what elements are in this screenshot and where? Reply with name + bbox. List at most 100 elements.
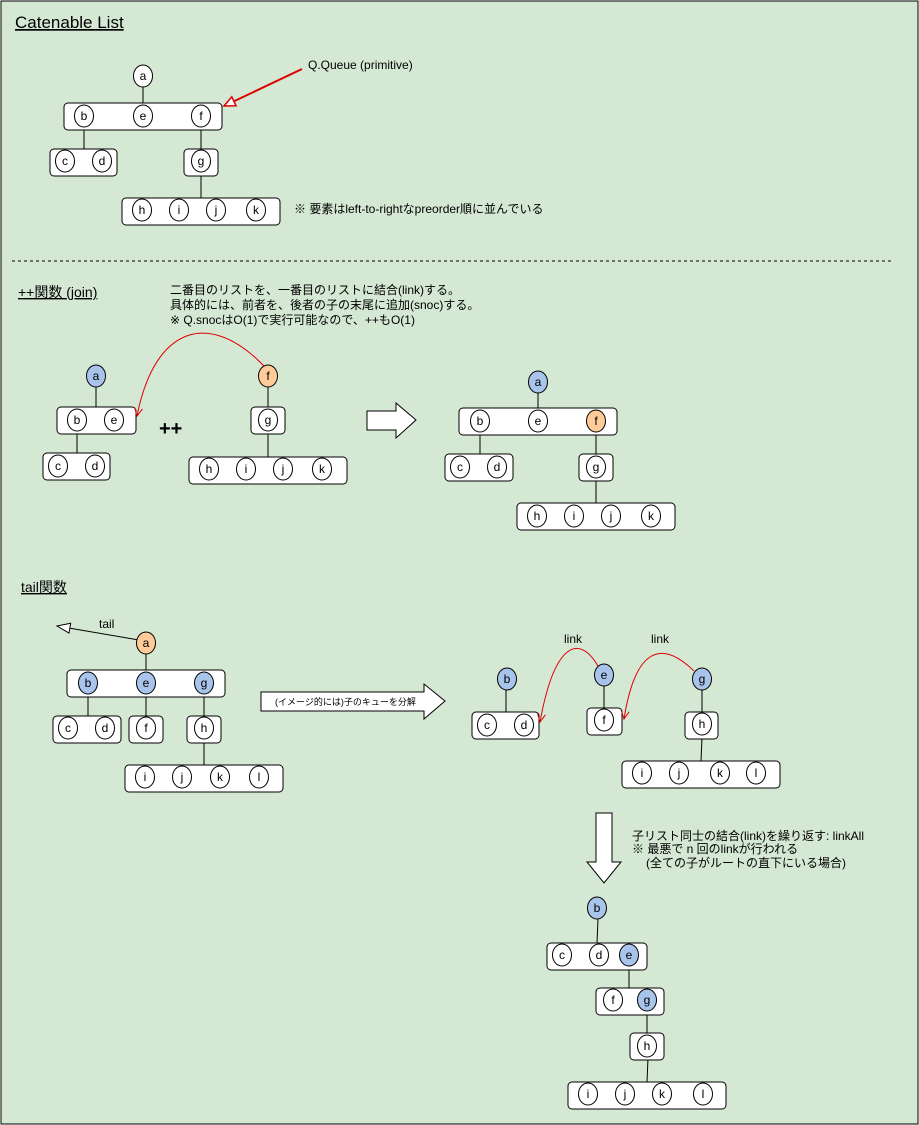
join-desc-3: ※ Q.snocはO(1)で実行可能なので、++もO(1): [170, 312, 415, 327]
svg-text:h: h: [644, 1039, 651, 1053]
tree-node: i: [578, 1082, 598, 1106]
tree-node: l: [746, 761, 766, 785]
tree-node: a: [133, 64, 153, 88]
svg-text:g: g: [198, 154, 205, 168]
linkall-arrow: [585, 812, 623, 884]
svg-text:h: h: [534, 509, 541, 523]
tree-node: f: [191, 104, 211, 128]
svg-text:h: h: [699, 717, 706, 731]
svg-text:e: e: [601, 668, 608, 682]
tree-node: d: [514, 713, 534, 737]
svg-text:c: c: [559, 948, 565, 962]
tree-node: h: [637, 1034, 657, 1058]
tree-node: j: [206, 198, 226, 222]
svg-text:k: k: [253, 203, 260, 217]
tree-node: c: [450, 455, 470, 479]
tree-node: d: [95, 716, 115, 740]
svg-text:b: b: [74, 413, 81, 427]
svg-text:e: e: [111, 413, 118, 427]
tree-node: b: [67, 408, 87, 432]
svg-text:k: k: [659, 1087, 666, 1101]
svg-text:i: i: [178, 203, 181, 217]
queue-box: [188, 456, 348, 485]
tree-node: k: [710, 761, 730, 785]
linkall-desc-3: (全ての子がルートの直下にいる場合): [646, 855, 846, 870]
svg-text:b: b: [85, 676, 92, 690]
svg-text:j: j: [623, 1087, 627, 1101]
svg-text:h: h: [139, 203, 146, 217]
join-operator: ++: [159, 418, 182, 440]
tree-node: b: [497, 667, 517, 691]
tree-node: h: [692, 712, 712, 736]
page-title: Catenable List: [15, 13, 124, 32]
preorder-note: ※ 要素はleft-to-rightなpreorder順に並んでいる: [294, 202, 543, 216]
tree-node: g: [692, 667, 712, 691]
tree-node: c: [55, 149, 75, 173]
tree-node: l: [693, 1082, 713, 1106]
svg-text:e: e: [535, 414, 542, 428]
svg-text:k: k: [717, 766, 724, 780]
link-curve-arrow: [624, 653, 695, 719]
linkall-desc-1: 子リスト同士の結合(link)を繰り返す: linkAll: [632, 828, 864, 843]
tree-node: g: [258, 408, 278, 432]
svg-text:b: b: [504, 672, 511, 686]
svg-text:c: c: [484, 718, 490, 732]
svg-text:d: d: [596, 948, 603, 962]
svg-text:c: c: [457, 460, 463, 474]
svg-text:c: c: [55, 459, 61, 473]
svg-text:k: k: [217, 770, 224, 784]
svg-text:l: l: [702, 1087, 705, 1101]
tree-node: k: [641, 504, 661, 528]
svg-text:l: l: [258, 770, 261, 784]
svg-text:f: f: [602, 713, 606, 727]
svg-text:a: a: [535, 375, 542, 389]
tree-node: k: [312, 457, 332, 481]
edge: [700, 736, 703, 762]
tree-node: g: [637, 988, 657, 1012]
svg-text:j: j: [609, 509, 613, 523]
tree-node: j: [601, 504, 621, 528]
queue-label: Q.Queue (primitive): [308, 58, 413, 72]
tree-node: e: [619, 943, 639, 967]
tree-node: f: [258, 364, 278, 388]
tree-node: j: [172, 765, 192, 789]
edge: [646, 1057, 649, 1083]
svg-text:i: i: [144, 770, 147, 784]
link-label-2: link: [651, 632, 670, 646]
tree-node: e: [594, 663, 614, 687]
linkall-desc-2: ※ 最悪で n 回のlinkが行われる: [632, 841, 798, 856]
svg-text:f: f: [611, 993, 615, 1007]
tree-node: h: [527, 504, 547, 528]
tail-heading: tail関数: [21, 579, 67, 595]
tail-label: tail: [99, 617, 114, 631]
tree-node: h: [194, 716, 214, 740]
svg-text:g: g: [699, 672, 706, 686]
tree-node: f: [136, 716, 156, 740]
svg-text:h: h: [206, 462, 213, 476]
join-heading: ++関数 (join): [18, 284, 97, 300]
join-desc-1: 二番目のリストを、一番目のリストに結合(link)する。: [170, 282, 460, 297]
queue-box: [124, 764, 284, 793]
tail-arrow: [55, 622, 140, 641]
svg-text:i: i: [587, 1087, 590, 1101]
svg-text:i: i: [573, 509, 576, 523]
svg-text:j: j: [180, 770, 184, 784]
svg-text:e: e: [143, 676, 150, 690]
tree-node: i: [632, 761, 652, 785]
queue-box: [121, 197, 281, 226]
svg-text:d: d: [92, 459, 99, 473]
tree-node: b: [78, 671, 98, 695]
tree-node: d: [487, 455, 507, 479]
tree-node: d: [589, 943, 609, 967]
svg-text:g: g: [265, 413, 272, 427]
svg-text:k: k: [648, 509, 655, 523]
link-label-1: link: [564, 632, 583, 646]
tree-node: h: [199, 457, 219, 481]
svg-text:g: g: [644, 993, 651, 1007]
svg-text:b: b: [594, 901, 601, 915]
svg-text:f: f: [594, 414, 598, 428]
tree-node: d: [85, 454, 105, 478]
svg-text:d: d: [521, 718, 528, 732]
